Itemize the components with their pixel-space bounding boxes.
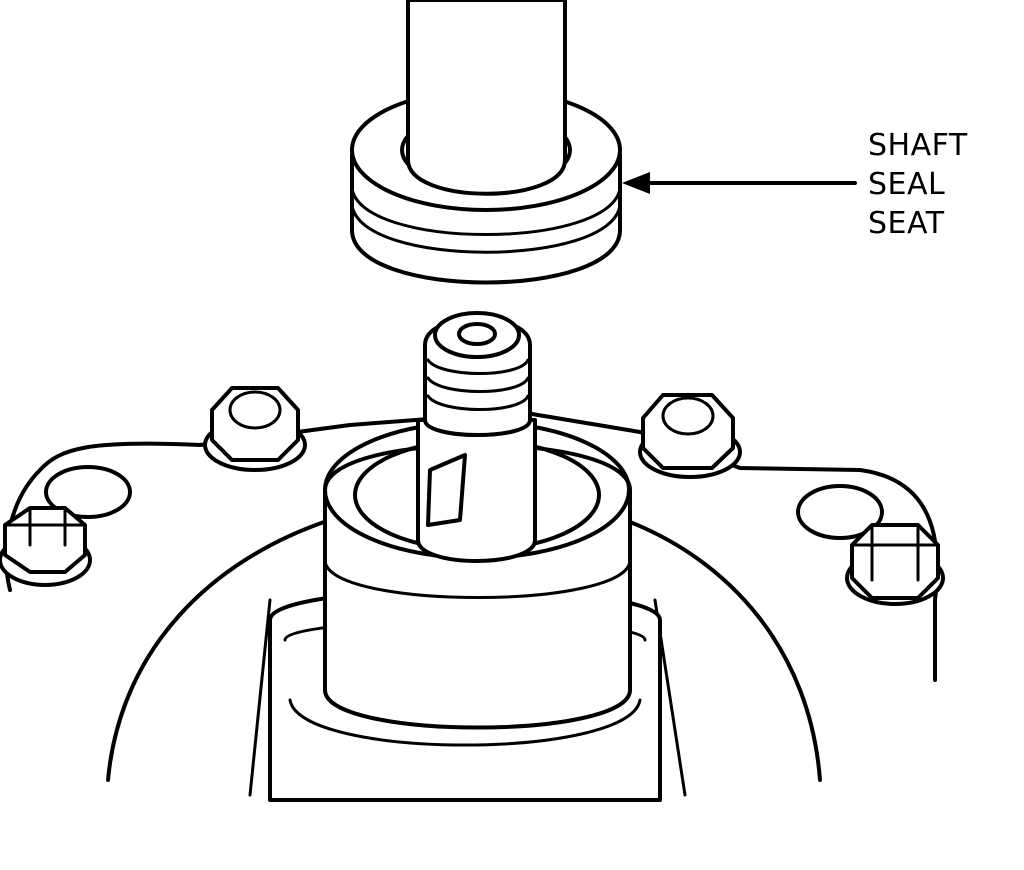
callout-arrow [622, 172, 857, 194]
label-line-2: SEAL [868, 167, 946, 202]
label-line-1: SHAFT [868, 128, 968, 163]
bolt-head-right [845, 523, 945, 606]
label-line-3: SEAT [868, 206, 945, 241]
shaft-seal-seat-label: SHAFT SEAL SEAT [868, 126, 968, 243]
seal-housing-cylinder [268, 420, 662, 802]
compressor-shaft [416, 311, 537, 563]
housing-flange [4, 410, 940, 797]
seal-installer-tool [406, 0, 567, 196]
bolt-head-left [0, 506, 92, 587]
bolt-head-upper-left [203, 386, 307, 472]
bolt-head-upper-right [638, 393, 742, 479]
